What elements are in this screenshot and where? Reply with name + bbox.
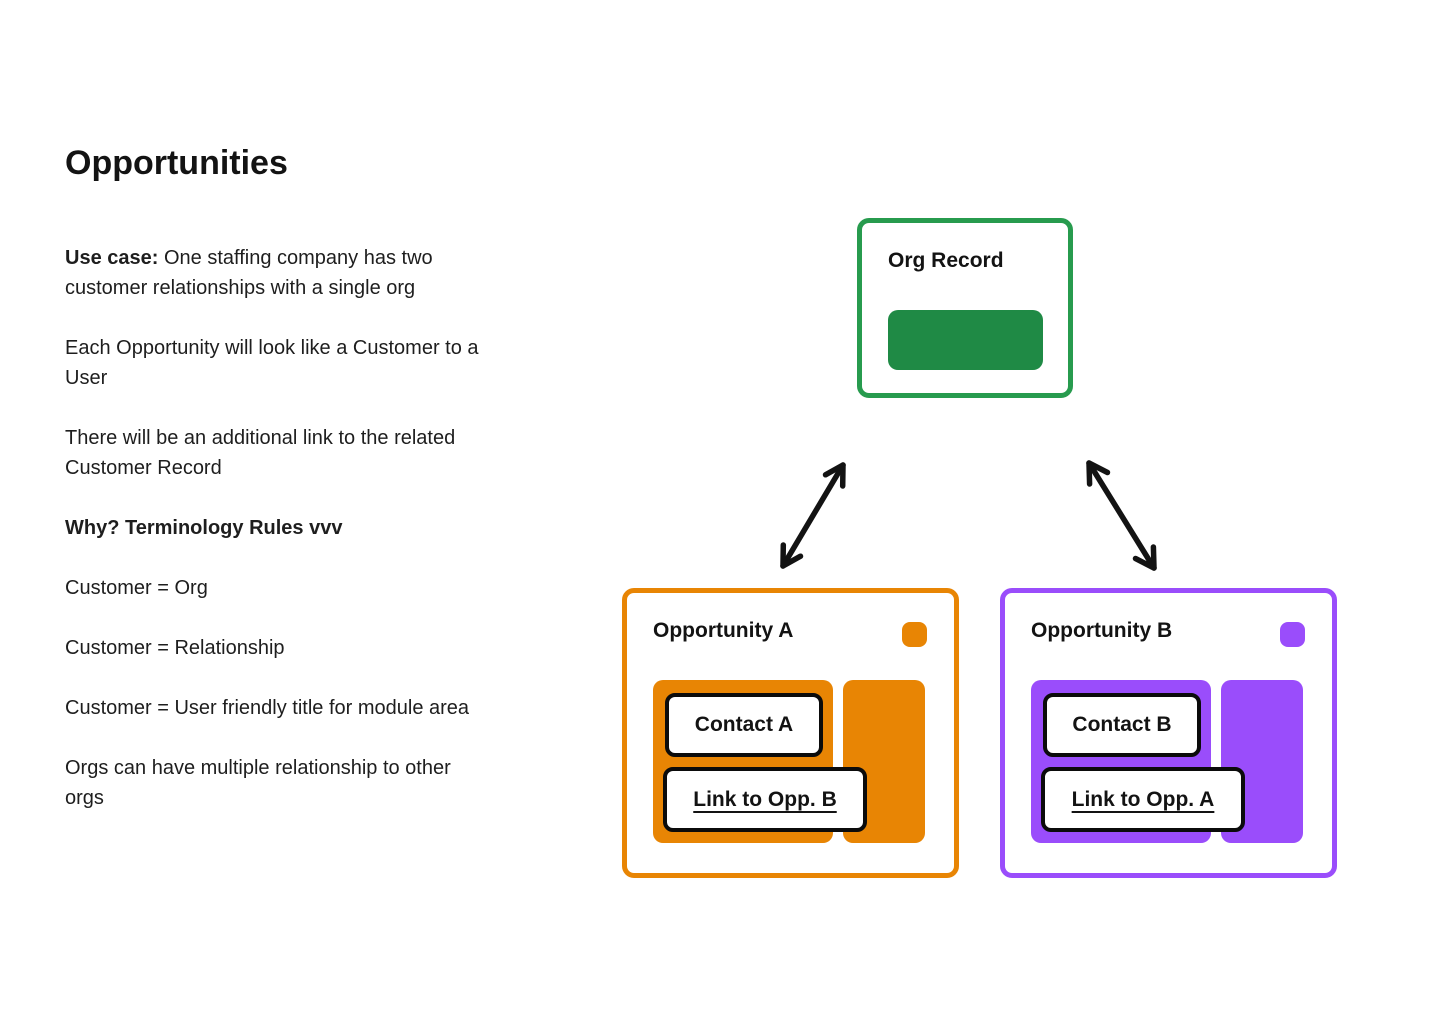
page-title: Opportunities	[65, 144, 288, 182]
org-record-label: Org Record	[888, 249, 1004, 272]
opportunity-b-label: Opportunity B	[1031, 619, 1173, 642]
note-additional-link-text: There will be an additional link to the …	[65, 427, 456, 479]
double-arrow-org-to-opportunity-a	[780, 462, 846, 569]
org-record-box: Org Record	[857, 218, 1073, 398]
notes-column: Opportunities Use case: One staffing com…	[65, 141, 625, 843]
opportunity-a-color-marker-icon	[902, 622, 927, 647]
org-record-green-bar	[888, 310, 1043, 370]
opportunity-b-color-marker-icon	[1280, 622, 1305, 647]
note-customer-module-title-text: Customer = User friendly title for modul…	[65, 697, 470, 719]
opportunity-a-label: Opportunity A	[653, 619, 794, 642]
link-to-opp-b-card[interactable]: Link to Opp. B	[663, 767, 867, 832]
contact-a-card: Contact A	[665, 693, 823, 757]
note-use-case-text: One staffing company has two customer re…	[65, 247, 433, 299]
notes-list: Use case: One staffing company has two c…	[65, 243, 625, 813]
note-customer-module-title: Customer = User friendly title for modul…	[65, 693, 625, 723]
note-orgs-multiple-relationships-text: Orgs can have multiple relationship to o…	[65, 757, 451, 809]
note-orgs-multiple-relationships: Orgs can have multiple relationship to o…	[65, 753, 625, 813]
note-additional-link: There will be an additional link to the …	[65, 423, 625, 483]
contact-a-label: Contact A	[694, 713, 794, 736]
contact-b-card: Contact B	[1043, 693, 1201, 757]
note-use-case-bold: Use case:	[65, 247, 159, 269]
note-customer-relationship: Customer = Relationship	[65, 633, 625, 663]
note-why-terminology: Why? Terminology Rules vvv	[65, 513, 625, 543]
note-customer-org-text: Customer = Org	[65, 577, 208, 599]
opportunity-b-box: Opportunity B Contact B Link to Opp. A	[1000, 588, 1337, 878]
contact-b-label: Contact B	[1072, 713, 1172, 736]
link-to-opp-a-label[interactable]: Link to Opp. A	[1071, 787, 1215, 811]
link-to-opp-a-card[interactable]: Link to Opp. A	[1041, 767, 1245, 832]
double-arrow-org-to-opportunity-b	[1086, 460, 1157, 571]
link-to-opp-b-label[interactable]: Link to Opp. B	[693, 787, 837, 811]
note-use-case: Use case: One staffing company has two c…	[65, 243, 625, 303]
note-why-terminology-bold: Why? Terminology Rules vvv	[65, 517, 343, 539]
opportunity-a-box: Opportunity A Contact A Link to Opp. B	[622, 588, 959, 878]
note-opportunity-as-customer: Each Opportunity will look like a Custom…	[65, 333, 625, 393]
note-opportunity-as-customer-text: Each Opportunity will look like a Custom…	[65, 337, 479, 389]
note-customer-relationship-text: Customer = Relationship	[65, 637, 285, 659]
note-customer-org: Customer = Org	[65, 573, 625, 603]
